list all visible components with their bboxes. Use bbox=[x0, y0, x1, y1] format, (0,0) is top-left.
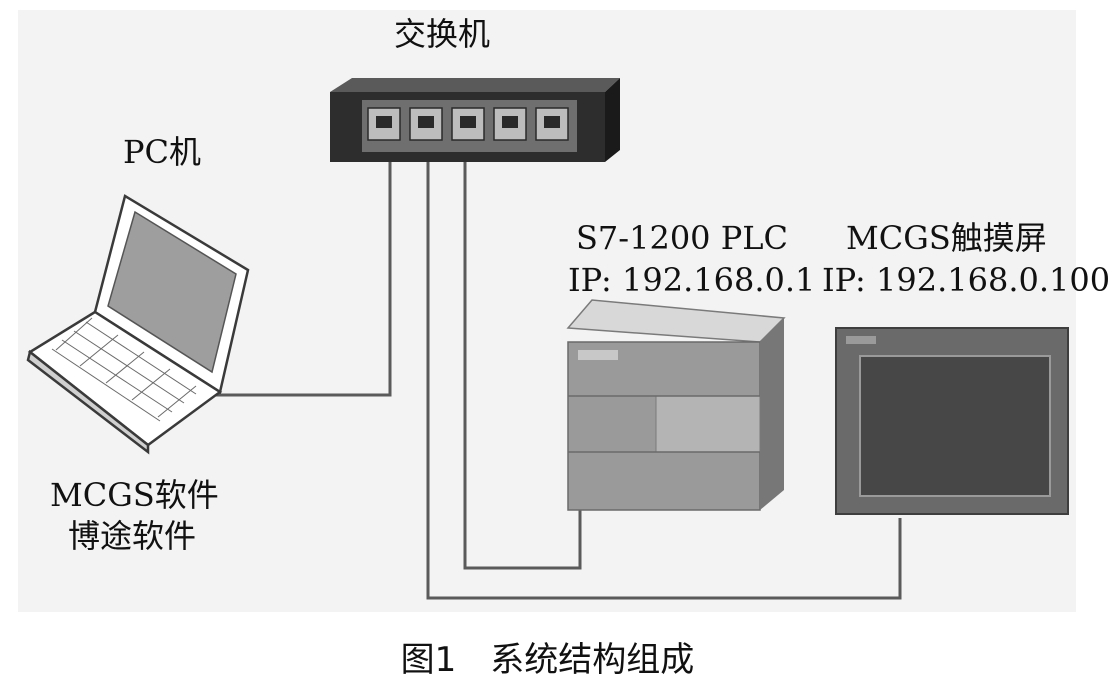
plc-module-band bbox=[655, 395, 761, 453]
cable-hmi-to-switch bbox=[426, 150, 902, 600]
hmi-brand-mark bbox=[846, 336, 876, 344]
switch-label: 交换机 bbox=[394, 15, 491, 53]
cables bbox=[215, 150, 902, 600]
laptop-screen bbox=[107, 210, 237, 374]
hmi-display bbox=[859, 355, 1051, 497]
laptop-computer bbox=[26, 194, 250, 455]
plc-name-label: S7-1200 PLC bbox=[576, 219, 788, 257]
plc-ip-label: IP: 192.168.0.1 bbox=[568, 261, 816, 299]
pc-label: PC机 bbox=[123, 133, 202, 171]
figure-caption: 图1 系统结构组成 bbox=[400, 640, 695, 680]
plc-brand-plate bbox=[578, 350, 618, 360]
touch-screen-device bbox=[835, 327, 1069, 515]
plc-side-face bbox=[760, 318, 784, 510]
cable-pc-to-switch bbox=[215, 150, 392, 397]
pc-software-label-2: 博途软件 bbox=[68, 517, 197, 555]
laptop-base-edge bbox=[26, 349, 150, 455]
hmi-name-label: MCGS触摸屏 bbox=[846, 219, 1047, 257]
pc-software-label-1: MCGS软件 bbox=[50, 476, 219, 514]
cable-plc-to-switch bbox=[463, 150, 582, 570]
hmi-ip-label: IP: 192.168.0.100 bbox=[822, 261, 1110, 299]
plc-top-face bbox=[566, 299, 786, 343]
network-switch bbox=[330, 78, 620, 162]
laptop-keyboard bbox=[51, 317, 197, 422]
switch-side-face bbox=[605, 78, 620, 162]
plc-device bbox=[566, 299, 786, 511]
switch-top-face bbox=[330, 78, 620, 92]
